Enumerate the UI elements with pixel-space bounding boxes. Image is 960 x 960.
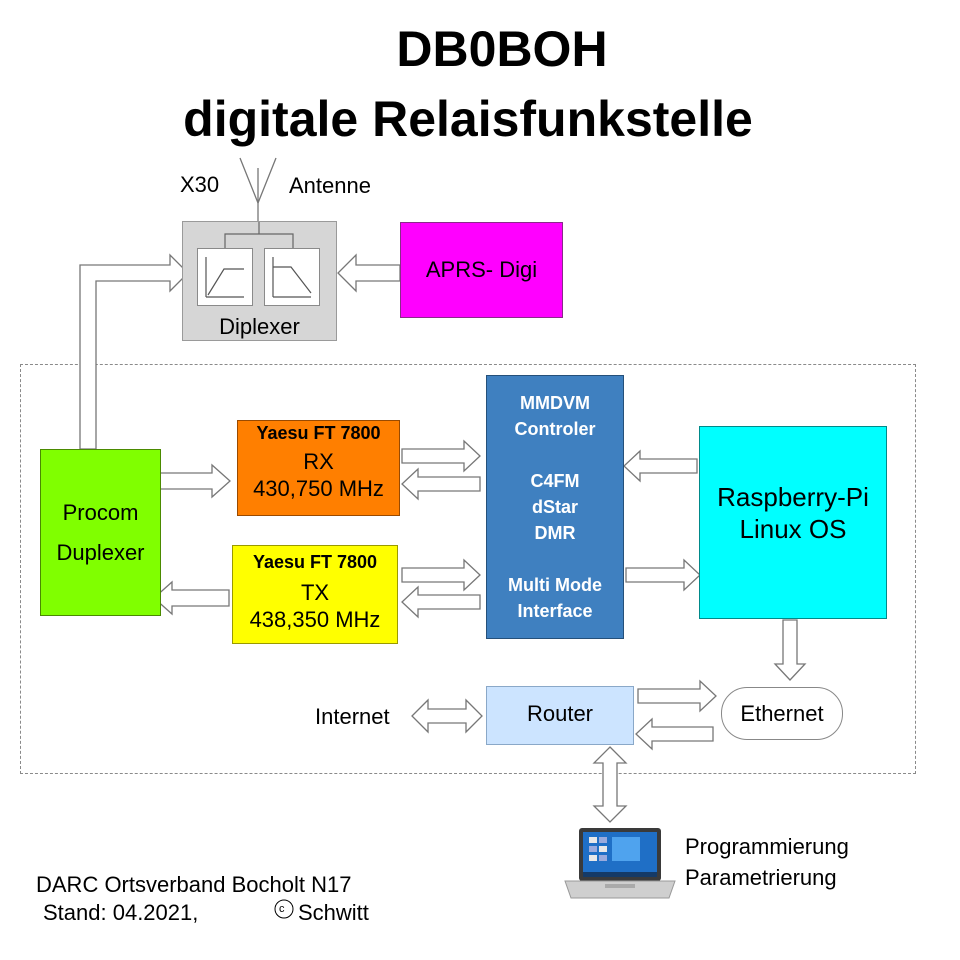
arrow-mmdvm-to-rx	[401, 467, 481, 501]
arrow-procom-to-rx	[155, 463, 231, 499]
arrow-procom-to-diplexer	[79, 253, 189, 450]
arrow-aprs-to-diplexer	[337, 253, 401, 293]
arrow-rpi-to-mmdvm	[623, 449, 698, 483]
raspberry-pi-box: Raspberry-Pi Linux OS	[699, 426, 887, 619]
copyright-symbol: c	[279, 903, 285, 915]
arrow-mmdvm-to-rpi	[625, 558, 701, 592]
rx-mode: RX	[303, 449, 334, 474]
page-subtitle: digitale Relaisfunkstelle	[183, 91, 753, 147]
router-label: Router	[526, 701, 594, 726]
rx-radio-box: Yaesu FT 7800 RX 430,750 MHz	[237, 420, 400, 516]
procom-label-2: Duplexer	[56, 539, 145, 565]
rx-model: Yaesu FT 7800	[256, 423, 381, 443]
arrow-rpi-to-ethernet	[773, 619, 807, 681]
mmdvm-line: DMR	[534, 523, 576, 543]
internet-label: Internet	[315, 704, 390, 729]
mmdvm-line: C4FM	[530, 471, 580, 491]
laptop-icon	[564, 828, 676, 899]
footer-date: Stand: 04.2021,	[43, 900, 199, 925]
mmdvm-line: Multi Mode	[508, 575, 602, 595]
aprs-digi-box: APRS- Digi	[400, 222, 563, 318]
router-box: Router	[486, 686, 634, 745]
arrow-tx-to-mmdvm	[401, 558, 481, 592]
rpi-label-2: Linux OS	[739, 514, 847, 544]
aprs-label: APRS- Digi	[425, 257, 538, 282]
copyright-circle	[274, 899, 294, 919]
tx-model: Yaesu FT 7800	[252, 552, 378, 572]
programming-label: Programmierung	[685, 834, 849, 859]
diplexer-label: Diplexer	[219, 314, 300, 339]
antenna-model-label: X30	[180, 172, 220, 197]
procom-duplexer-box: Procom Duplexer	[40, 449, 161, 616]
mmdvm-line: dStar	[531, 497, 578, 517]
ethernet-label: Ethernet	[740, 700, 824, 726]
arrow-internet-router	[411, 698, 483, 734]
arrow-router-to-ethernet	[637, 679, 717, 713]
arrow-router-laptop	[592, 746, 628, 823]
arrow-tx-to-procom	[153, 580, 230, 616]
mmdvm-line: Controler	[514, 419, 596, 439]
footer-organization: DARC Ortsverband Bocholt N17	[36, 872, 352, 897]
mmdvm-controller-box: MMDVM Controler C4FM dStar DMR Multi Mod…	[486, 375, 624, 639]
highpass-filter-icon	[197, 248, 253, 306]
tx-frequency: 438,350 MHz	[249, 607, 381, 632]
diplexer-box: Diplexer	[182, 221, 337, 341]
antenna-left-arm	[239, 157, 259, 204]
arrow-mmdvm-to-tx	[401, 585, 481, 619]
lowpass-filter-icon	[264, 248, 320, 306]
mmdvm-line: MMDVM	[520, 393, 590, 413]
page-title: DB0BOH	[396, 21, 608, 77]
procom-label-1: Procom	[62, 499, 139, 525]
ethernet-box: Ethernet	[721, 687, 843, 740]
rpi-label-1: Raspberry-Pi	[717, 482, 869, 512]
arrow-ethernet-to-router	[635, 717, 714, 751]
tx-mode: TX	[300, 580, 330, 605]
antenna-right-arm	[257, 157, 277, 204]
tx-radio-box: Yaesu FT 7800 TX 438,350 MHz	[232, 545, 398, 644]
rx-frequency: 430,750 MHz	[253, 476, 384, 501]
parametrization-label: Parametrierung	[685, 865, 837, 890]
arrow-rx-to-mmdvm	[401, 439, 481, 473]
antenna-label: Antenne	[289, 173, 371, 198]
mmdvm-line: Interface	[517, 601, 593, 621]
station-boundary	[20, 364, 916, 774]
footer-author: Schwitt	[298, 900, 369, 925]
